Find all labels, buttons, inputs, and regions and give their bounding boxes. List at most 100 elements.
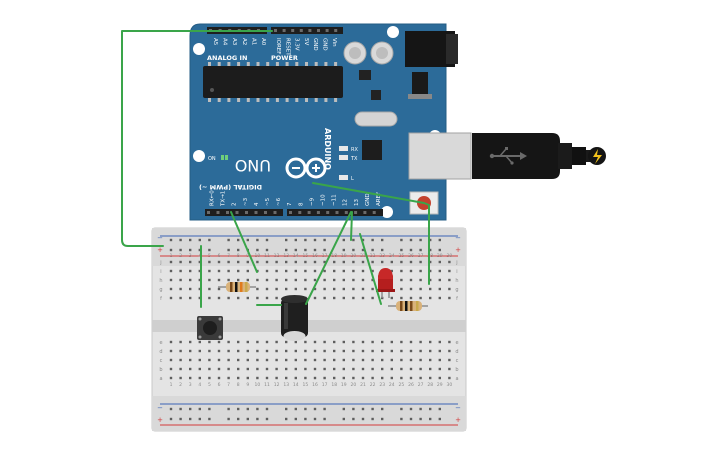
breadboard-hole[interactable]	[179, 376, 182, 380]
breadboard-hole[interactable]	[285, 269, 288, 273]
breadboard-hole[interactable]	[179, 260, 182, 264]
breadboard-hole[interactable]	[294, 349, 297, 353]
breadboard-hole[interactable]	[256, 349, 259, 353]
breadboard-hole[interactable]	[352, 376, 355, 380]
rail-hole[interactable]	[323, 407, 326, 411]
breadboard-hole[interactable]	[438, 358, 441, 362]
breadboard-hole[interactable]	[342, 358, 345, 362]
breadboard-hole[interactable]	[352, 358, 355, 362]
breadboard-hole[interactable]	[179, 287, 182, 291]
breadboard-hole[interactable]	[352, 260, 355, 264]
breadboard-hole[interactable]	[333, 287, 336, 291]
breadboard-hole[interactable]	[371, 358, 374, 362]
breadboard-hole[interactable]	[227, 358, 230, 362]
power-header[interactable]	[271, 27, 343, 34]
rail-hole[interactable]	[304, 407, 307, 411]
breadboard-hole[interactable]	[429, 278, 432, 282]
rail-hole[interactable]	[342, 248, 345, 252]
rail-hole[interactable]	[352, 248, 355, 252]
rail-hole[interactable]	[438, 417, 441, 421]
breadboard-hole[interactable]	[361, 260, 365, 264]
breadboard-hole[interactable]	[409, 269, 413, 273]
breadboard-hole[interactable]	[333, 260, 336, 264]
breadboard-hole[interactable]	[371, 349, 374, 353]
breadboard-hole[interactable]	[227, 278, 230, 282]
breadboard-hole[interactable]	[390, 269, 393, 273]
breadboard-hole[interactable]	[169, 278, 173, 282]
breadboard-hole[interactable]	[198, 349, 201, 353]
electrolytic-capacitor[interactable]	[281, 295, 308, 341]
breadboard-hole[interactable]	[429, 349, 432, 353]
breadboard-hole[interactable]	[169, 296, 173, 300]
breadboard-hole[interactable]	[448, 367, 451, 371]
rail-hole[interactable]	[419, 248, 422, 252]
breadboard-hole[interactable]	[438, 367, 441, 371]
breadboard-hole[interactable]	[400, 296, 403, 300]
breadboard-hole[interactable]	[448, 287, 451, 291]
breadboard-hole[interactable]	[246, 269, 249, 273]
breadboard-hole[interactable]	[409, 349, 413, 353]
rail-hole[interactable]	[246, 417, 249, 421]
breadboard-hole[interactable]	[313, 278, 317, 282]
breadboard-hole[interactable]	[381, 376, 384, 380]
breadboard-hole[interactable]	[448, 260, 451, 264]
breadboard-hole[interactable]	[304, 278, 307, 282]
rail-hole[interactable]	[294, 238, 297, 242]
breadboard-hole[interactable]	[333, 367, 336, 371]
breadboard-holes[interactable]	[169, 238, 451, 421]
breadboard-hole[interactable]	[265, 260, 269, 264]
breadboard-hole[interactable]	[323, 278, 326, 282]
rail-hole[interactable]	[400, 238, 403, 242]
breadboard-hole[interactable]	[438, 340, 441, 344]
breadboard-hole[interactable]	[438, 260, 441, 264]
breadboard-hole[interactable]	[342, 340, 345, 344]
wire-pin-to-capacitor[interactable]	[305, 211, 352, 305]
breadboard-hole[interactable]	[371, 340, 374, 344]
rail-hole[interactable]	[246, 407, 249, 411]
breadboard-hole[interactable]	[352, 340, 355, 344]
breadboard-hole[interactable]	[400, 287, 403, 291]
breadboard-hole[interactable]	[313, 367, 317, 371]
rail-hole[interactable]	[429, 238, 432, 242]
breadboard-hole[interactable]	[189, 376, 192, 380]
breadboard-hole[interactable]	[246, 358, 249, 362]
breadboard-hole[interactable]	[323, 260, 326, 264]
rail-hole[interactable]	[313, 407, 317, 411]
breadboard-hole[interactable]	[419, 340, 422, 344]
breadboard-hole[interactable]	[323, 287, 326, 291]
breadboard-hole[interactable]	[438, 287, 441, 291]
breadboard-hole[interactable]	[361, 278, 365, 282]
breadboard-hole[interactable]	[429, 287, 432, 291]
breadboard-hole[interactable]	[227, 296, 230, 300]
breadboard-hole[interactable]	[381, 349, 384, 353]
breadboard-hole[interactable]	[352, 269, 355, 273]
breadboard-hole[interactable]	[275, 349, 278, 353]
breadboard-hole[interactable]	[198, 296, 201, 300]
usb-port[interactable]	[408, 132, 472, 180]
rail-hole[interactable]	[169, 417, 173, 421]
breadboard-hole[interactable]	[333, 269, 336, 273]
breadboard-hole[interactable]	[256, 376, 259, 380]
breadboard-hole[interactable]	[294, 376, 297, 380]
rail-hole[interactable]	[400, 248, 403, 252]
rail-hole[interactable]	[169, 407, 173, 411]
breadboard-hole[interactable]	[371, 278, 374, 282]
breadboard-hole[interactable]	[198, 358, 201, 362]
rail-hole[interactable]	[265, 407, 269, 411]
breadboard-hole[interactable]	[342, 367, 345, 371]
breadboard-hole[interactable]	[304, 260, 307, 264]
breadboard-hole[interactable]	[342, 278, 345, 282]
breadboard-hole[interactable]	[237, 358, 240, 362]
breadboard-hole[interactable]	[304, 367, 307, 371]
breadboard-hole[interactable]	[256, 367, 259, 371]
breadboard-hole[interactable]	[189, 358, 192, 362]
breadboard-hole[interactable]	[342, 287, 345, 291]
breadboard-hole[interactable]	[275, 287, 278, 291]
breadboard-hole[interactable]	[189, 367, 192, 371]
digital-header-high[interactable]	[287, 209, 383, 216]
breadboard-hole[interactable]	[275, 376, 278, 380]
breadboard-hole[interactable]	[198, 287, 201, 291]
breadboard-hole[interactable]	[275, 278, 278, 282]
breadboard-hole[interactable]	[179, 349, 182, 353]
rail-hole[interactable]	[371, 238, 374, 242]
